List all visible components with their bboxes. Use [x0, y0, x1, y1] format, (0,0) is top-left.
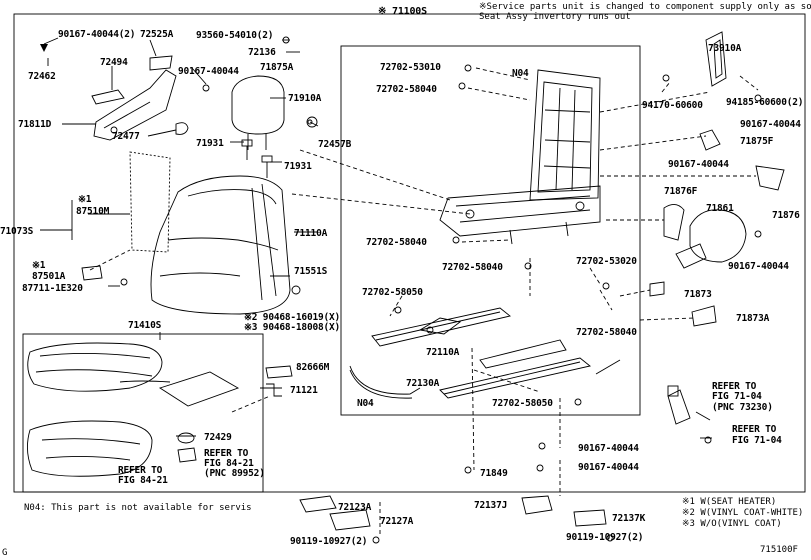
refer-fig-71-04[interactable]: FIG 71-04 — [712, 391, 762, 402]
part-label: 72127A — [380, 516, 414, 527]
part-label: 71910A — [288, 93, 322, 104]
part-label: 90167-40044 — [178, 66, 239, 77]
part-label: 72110A — [426, 347, 460, 358]
part-label: 72702-58040 — [366, 237, 427, 248]
pin-icon — [40, 44, 48, 52]
part-label: N04 — [512, 68, 529, 79]
part-label: 90119-10927(2) — [566, 532, 644, 543]
part-label: 71073S — [0, 226, 34, 237]
part-label: ※2 90468-16019(X) — [244, 312, 341, 323]
part-label: 72130A — [406, 378, 440, 389]
part-label: ※1 — [78, 194, 92, 205]
part-label: 90167-40044 — [578, 443, 639, 454]
refer-fig-71-04[interactable]: FIG 71-04 — [732, 435, 782, 446]
part-label: 87711-1E320 — [22, 283, 83, 294]
part-label: 71873 — [684, 289, 712, 300]
outer-frame — [13, 13, 806, 493]
legend-item: ※1 W(SEAT HEATER) — [682, 497, 777, 507]
part-label: 72702-53020 — [576, 256, 637, 267]
part-label: 71876F — [664, 186, 698, 197]
part-label: 71849 — [480, 468, 508, 479]
assembly-number: ※ 71100S — [378, 6, 427, 17]
part-label: 72462 — [28, 71, 56, 82]
part-label: 72525A — [140, 29, 174, 40]
part-label: N04 — [357, 398, 374, 409]
refer-fig-84-21[interactable]: FIG 84-21 — [204, 458, 254, 469]
part-label: 71861 — [706, 203, 734, 214]
part-label: 72429 — [204, 432, 232, 443]
service-note-line2: Seat Assy invertory runs out — [479, 12, 631, 22]
part-label: 87510M — [76, 206, 110, 217]
part-label: 71551S — [294, 266, 328, 277]
part-label: 90167-40044(2) — [58, 29, 136, 40]
part-label: 72457B — [318, 139, 352, 150]
seat-cushion-drawing — [27, 342, 240, 477]
seat-rail-drawing — [349, 307, 592, 399]
corner-letter: G — [2, 548, 8, 558]
part-label: 72702-58040 — [442, 262, 503, 273]
part-label: 71875F — [740, 136, 774, 147]
fasteners — [120, 36, 762, 544]
dashed-leaders — [89, 67, 759, 536]
refer-pnc: (PNC 89952) — [204, 468, 265, 479]
service-note-line1: ※Service parts unit is changed to compon… — [479, 2, 811, 12]
part-label: 71931 — [196, 138, 224, 149]
refer-fig-71-04[interactable]: REFER TO — [712, 381, 757, 392]
part-label: 73910A — [708, 43, 742, 54]
part-label: 87501A — [32, 271, 66, 282]
part-label: 72702-58050 — [492, 398, 553, 409]
legend-item: ※2 W(VINYL COAT-WHITE) — [682, 508, 804, 518]
part-label: 90119-10927(2) — [290, 536, 368, 547]
part-label: 72137J — [474, 500, 508, 511]
part-label: 72494 — [100, 57, 128, 68]
part-label: 72702-58040 — [376, 84, 437, 95]
side-cover-drawing — [91, 55, 189, 141]
part-label: 72477 — [112, 131, 140, 142]
part-label: 90167-40044 — [740, 119, 801, 130]
part-label: 71811D — [18, 119, 52, 130]
leader-lines — [40, 37, 712, 439]
part-label: 71875A — [260, 62, 294, 73]
refer-pnc: (PNC 73230) — [712, 402, 773, 413]
right-cover-drawing — [649, 31, 785, 425]
seatback-drawing — [150, 175, 291, 315]
n04-footnote: N04: This part is not available for serv… — [24, 503, 252, 513]
part-label: 71873A — [736, 313, 770, 324]
part-label: 90167-40044 — [578, 462, 639, 473]
part-label: 94170-60600 — [642, 100, 703, 111]
part-label: 82666M — [296, 362, 330, 373]
part-label: 71110A — [294, 228, 328, 239]
part-label: 93560-54010(2) — [196, 30, 274, 41]
refer-fig-84-21[interactable]: FIG 84-21 — [118, 475, 168, 486]
seat-assy-frame — [340, 45, 641, 416]
part-label: 72136 — [248, 47, 276, 58]
part-label: 72123A — [338, 502, 372, 513]
part-label: 71876 — [772, 210, 800, 221]
seat-heater-pad — [129, 151, 171, 253]
bottom-covers-drawing — [81, 265, 607, 531]
part-label: 71121 — [290, 385, 318, 396]
part-label: 72137K — [612, 513, 646, 524]
headrest-drawing — [231, 75, 285, 178]
refer-fig-84-21[interactable]: REFER TO — [204, 448, 249, 459]
cushion-sub-frame — [22, 333, 264, 493]
figure-code: 715100F — [760, 545, 798, 555]
part-label: 72702-53010 — [380, 62, 441, 73]
refer-fig-84-21[interactable]: REFER TO — [118, 465, 163, 476]
part-label: 94185-60600(2) — [726, 97, 804, 108]
part-label: 90167-40044 — [668, 159, 729, 170]
legend-item: ※3 W/O(VINYL COAT) — [682, 519, 782, 529]
part-label: ※1 — [32, 260, 46, 271]
part-label: 71410S — [128, 320, 162, 331]
part-label: ※3 90468-18008(X) — [244, 322, 341, 333]
part-label: 72702-58050 — [362, 287, 423, 298]
part-label: 90167-40044 — [728, 261, 789, 272]
seat-frame-drawing — [439, 69, 601, 245]
refer-fig-71-04[interactable]: REFER TO — [732, 424, 777, 435]
part-label: 71931 — [284, 161, 312, 172]
part-label: 72702-58040 — [576, 327, 637, 338]
